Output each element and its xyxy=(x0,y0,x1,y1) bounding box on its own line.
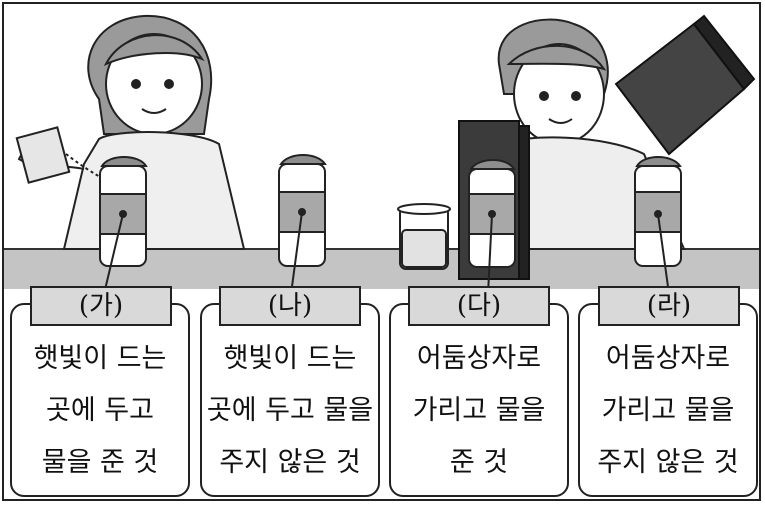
experiment-illustration xyxy=(4,14,759,295)
plant-bottle-da xyxy=(468,159,516,295)
condition-line: 어둠상자로 xyxy=(605,343,731,374)
plant-bottle-ga xyxy=(99,156,148,295)
dark-box-lid xyxy=(614,14,756,156)
condition-line: 물을 준 것 xyxy=(41,447,159,478)
condition-line: 곳에 두고 xyxy=(46,395,154,426)
condition-card-na: 햇빛이 드는 곳에 두고 물을 주지 않은 것 xyxy=(200,303,380,497)
condition-line: 햇빛이 드는 xyxy=(223,343,357,374)
condition-line: 햇빛이 드는 xyxy=(33,343,167,374)
condition-card-ra: 어둠상자로 가리고 물을 주지 않은 것 xyxy=(578,303,758,497)
condition-tag-ra: (라) xyxy=(598,286,740,326)
condition-tag-ga: (가) xyxy=(30,286,172,326)
condition-line: 어둠상자로 xyxy=(416,343,542,374)
condition-line: 가리고 물을 xyxy=(412,395,546,426)
condition-line: 주지 않은 것 xyxy=(597,447,739,478)
condition-tag-da: (다) xyxy=(408,286,550,326)
condition-line: 주지 않은 것 xyxy=(219,447,361,478)
condition-card-ga: 햇빛이 드는 곳에 두고 물을 준 것 xyxy=(10,303,190,497)
condition-line: 가리고 물을 xyxy=(601,395,735,426)
condition-tag-na: (나) xyxy=(219,286,361,326)
condition-card-da: 어둠상자로 가리고 물을 준 것 xyxy=(389,303,569,497)
condition-line: 곳에 두고 물을 xyxy=(206,395,374,426)
water-beaker xyxy=(397,203,451,270)
condition-line: 준 것 xyxy=(449,447,509,478)
plant-bottle-ra xyxy=(634,156,682,295)
plant-bottle-na xyxy=(278,154,327,295)
